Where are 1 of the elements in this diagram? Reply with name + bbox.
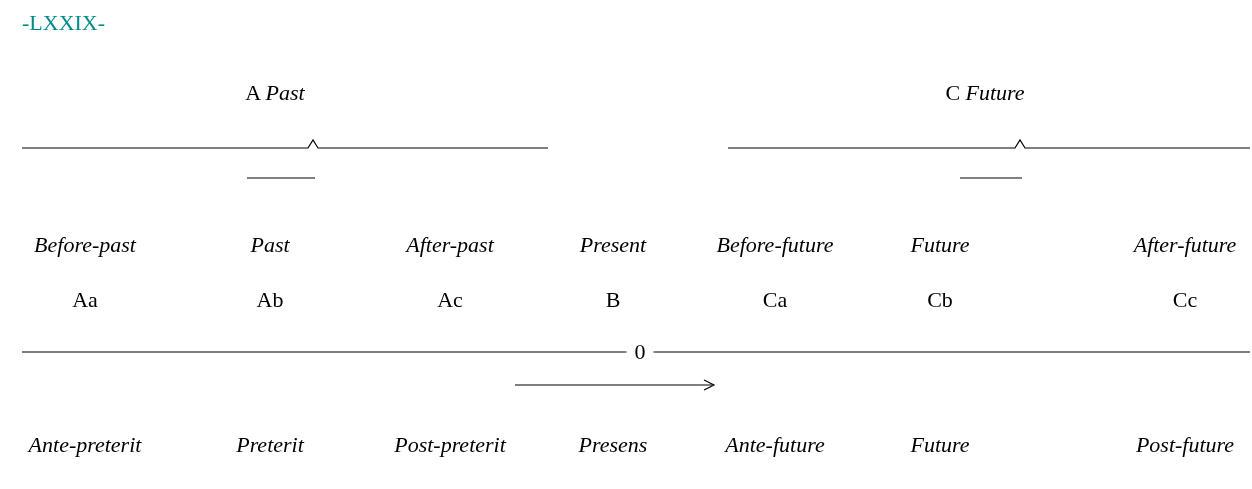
- title: -LXXIX-: [22, 9, 106, 37]
